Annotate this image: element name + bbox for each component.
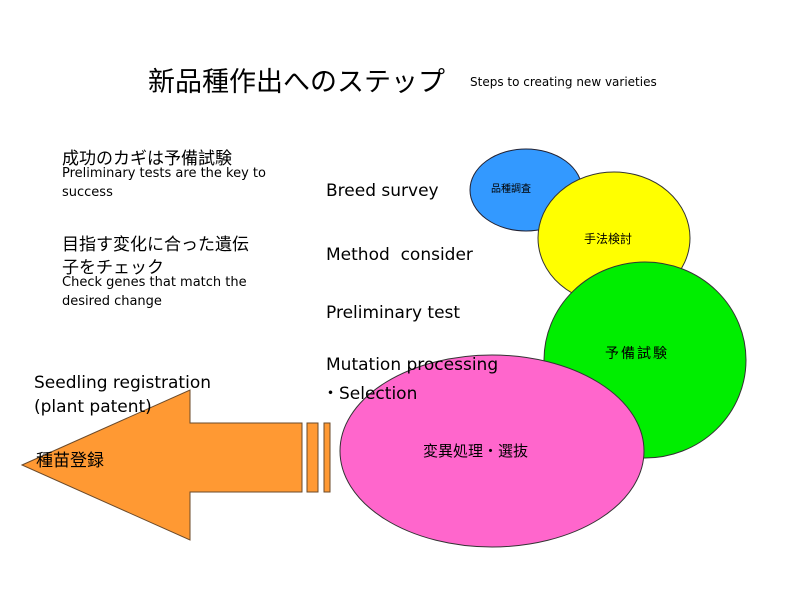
arrow-stripe [323,422,331,493]
note2-jp-2: 子をチェック [62,258,164,278]
note1-en-1: Preliminary tests are the key to [62,166,266,181]
step-selection: ・Selection [322,384,418,404]
note1-en-2: success [62,185,113,200]
result-jp: 種苗登録 [36,451,104,471]
circle-label-method: 手法検討 [584,232,633,246]
note2-en-1: Check genes that match the [62,275,247,290]
step-method: Method consider [326,245,473,265]
title-en: Steps to creating new varieties [470,75,657,89]
step-mutation: Mutation processing [326,355,499,375]
note2-en-2: desired change [62,294,162,309]
result-en-1: Seedling registration [34,373,211,393]
arrow-stripe [306,422,319,493]
circle-label-preliminary: 予備試験 [605,346,669,362]
note2-jp-1: 目指す変化に合った遺伝 [62,235,249,255]
step-breed-survey: Breed survey [326,181,439,201]
result-en-2: (plant patent) [34,397,152,417]
circle-label-breed: 品種調査 [491,184,531,195]
left-arrow [20,389,303,541]
note1-jp: 成功のカギは予備試験 [62,149,232,169]
title-jp: 新品種作出へのステップ [148,67,445,98]
circle-mutation [339,354,645,548]
step-preliminary: Preliminary test [326,303,461,323]
circle-label-mutation: 変異処理・選抜 [423,442,529,460]
